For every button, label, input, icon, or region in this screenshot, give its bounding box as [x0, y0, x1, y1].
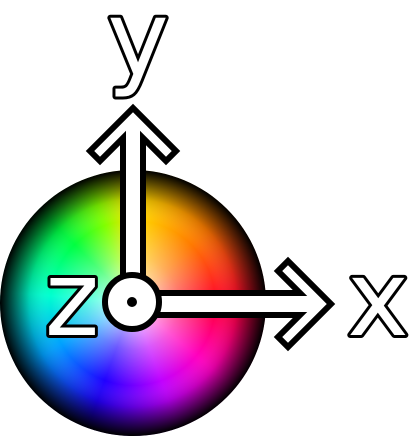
x-axis-label: x: [347, 238, 409, 360]
z-axis-label: z: [45, 238, 100, 360]
dot-in-circle-icon: [102, 272, 162, 332]
x-axis-arrow: [147, 256, 336, 352]
y-axis-label: y: [107, 0, 169, 100]
